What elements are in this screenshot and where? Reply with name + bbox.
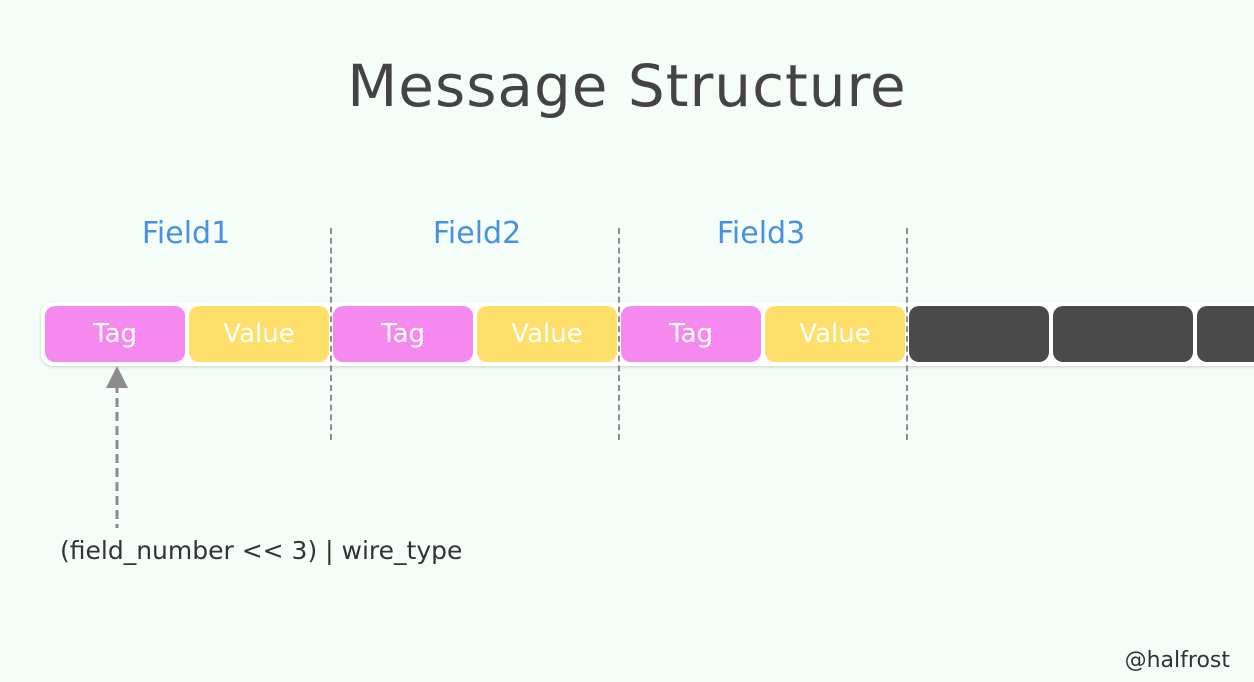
field-label-2: Field2 bbox=[432, 216, 522, 251]
field2-value-block: Value bbox=[477, 306, 617, 362]
pointer-arrow-icon bbox=[106, 366, 128, 528]
diagram-title: Message Structure bbox=[347, 52, 907, 120]
field1-tag-block: Tag bbox=[45, 306, 185, 362]
field3-tag-block: Tag bbox=[621, 306, 761, 362]
empty-block-3 bbox=[1197, 306, 1254, 362]
author-credit: @halfrost bbox=[1124, 648, 1230, 673]
field3-value-block: Value bbox=[765, 306, 905, 362]
field-divider-2 bbox=[618, 228, 620, 440]
tag-formula-annotation: (field_number << 3) | wire_type bbox=[60, 536, 463, 565]
empty-block-1 bbox=[909, 306, 1049, 362]
field-label-1: Field1 bbox=[141, 216, 231, 251]
field-label-3: Field3 bbox=[716, 216, 806, 251]
field2-tag-block: Tag bbox=[333, 306, 473, 362]
field1-value-block: Value bbox=[189, 306, 329, 362]
empty-block-2 bbox=[1053, 306, 1193, 362]
field-divider-3 bbox=[906, 228, 908, 440]
field-divider-1 bbox=[330, 228, 332, 440]
